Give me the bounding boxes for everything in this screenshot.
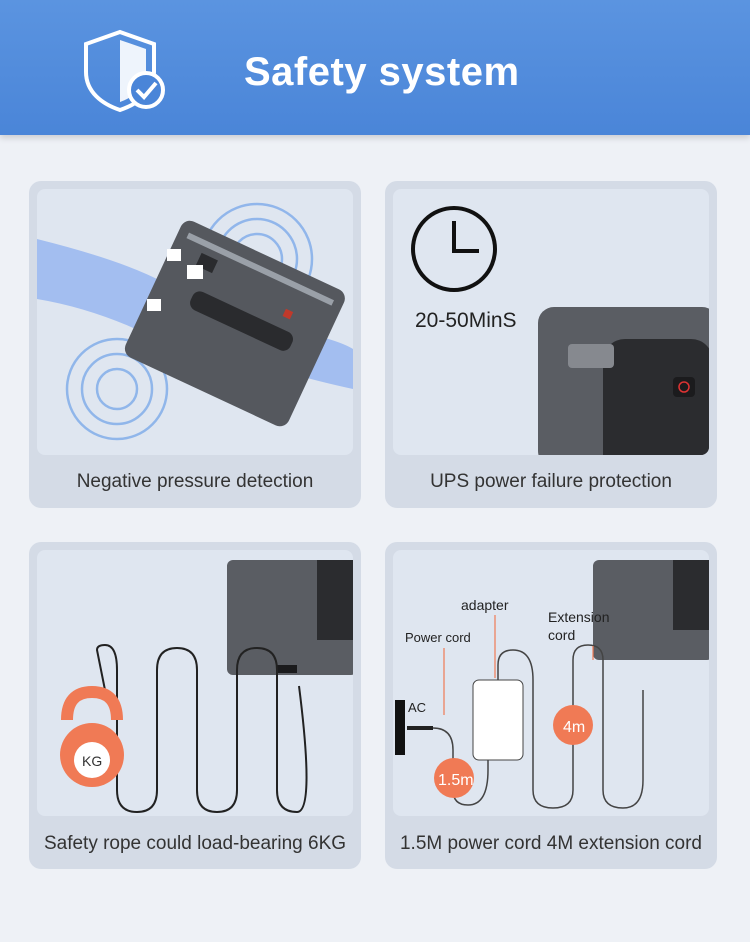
- card-negative-pressure: Negative pressure detection: [29, 181, 361, 508]
- svg-text:20-50MinS: 20-50MinS: [415, 309, 517, 332]
- svg-text:4m: 4m: [563, 719, 585, 736]
- clock-icon: [411, 206, 497, 292]
- svg-text:adapter: adapter: [461, 597, 509, 613]
- caption: Negative pressure detection: [76, 471, 314, 492]
- header-banner: Safety system: [0, 0, 750, 135]
- rope-image: KG: [37, 550, 353, 816]
- caption: Safety rope could load-bearing 6KG: [43, 833, 347, 854]
- kettlebell-icon: KG: [60, 685, 124, 787]
- svg-text:1.5m: 1.5m: [438, 772, 474, 789]
- svg-text:cord: cord: [548, 627, 575, 643]
- card-safety-rope: KG Safety rope could load-bearing 6KG: [29, 542, 361, 869]
- ups-image: 20-50MinS: [393, 189, 709, 455]
- page-title: Safety system: [244, 50, 520, 94]
- caption: UPS power failure protection: [430, 471, 672, 492]
- robot-pressure-image: [37, 189, 353, 455]
- cord-image: 1.5m 4m adapter Extension cord Power cor…: [393, 550, 709, 816]
- svg-text:Extension: Extension: [548, 609, 609, 625]
- shield-check-icon: [84, 29, 165, 113]
- card-power-cord: 1.5m 4m adapter Extension cord Power cor…: [385, 542, 717, 869]
- card-ups-power: 20-50MinS UPS power failure protection: [385, 181, 717, 508]
- svg-text:AC: AC: [408, 700, 426, 715]
- svg-text:Power cord: Power cord: [405, 630, 471, 645]
- caption: 1.5M power cord 4M extension cord: [399, 833, 703, 854]
- svg-text:KG: KG: [82, 753, 102, 769]
